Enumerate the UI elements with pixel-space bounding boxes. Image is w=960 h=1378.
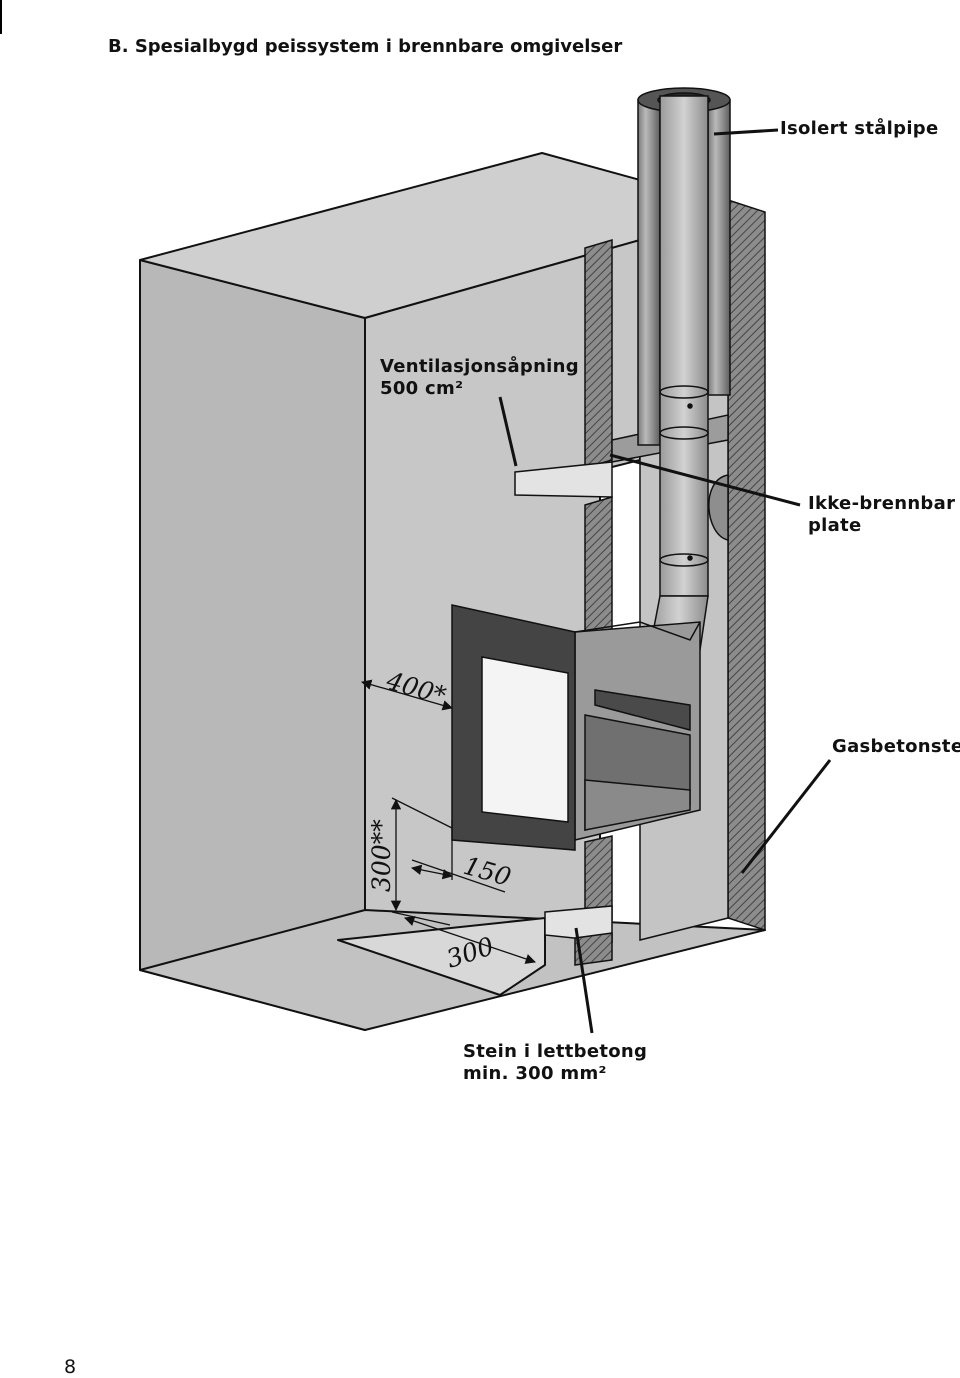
noncombustible-label-line1: Ikke-brennbar <box>808 493 956 514</box>
dimension-lines <box>361 679 536 964</box>
ventilation-label-line2: 500 cm² <box>380 378 464 399</box>
page-title: B. Spesialbygd peissystem i brennbare om… <box>108 36 623 57</box>
glass-door <box>481 656 569 823</box>
dim-400-line <box>361 679 453 711</box>
firebox-floor <box>584 779 691 831</box>
stone-label-line2: min. 300 mm² <box>463 1063 607 1084</box>
ventilation-label: Ventilasjonsåpning 500 cm² <box>380 356 579 400</box>
leader-lines <box>498 128 832 1034</box>
noncombustible-label: Ikke-brennbar plate <box>808 493 955 537</box>
margin-mark <box>0 0 2 34</box>
leader-insulated-pipe <box>713 128 779 136</box>
flue-pipe <box>659 95 709 597</box>
page-number: 8 <box>64 1356 77 1378</box>
dim-300-floor <box>404 916 536 964</box>
left-section-lower <box>584 495 613 642</box>
convection-top <box>574 621 701 641</box>
leader-stone <box>574 927 594 1034</box>
pipe-outer-right <box>707 99 731 396</box>
left-section-upper <box>584 238 613 470</box>
stone-label: Stein i lettbetong min. 300 mm² <box>463 1041 647 1085</box>
dim-300-vertical-label: 300** <box>367 819 396 892</box>
leader-noncombustible <box>609 453 801 507</box>
pipe-outer-left <box>637 99 661 446</box>
left-wall <box>139 259 366 1031</box>
insulated-pipe-label: Isolert stålpipe <box>780 118 939 139</box>
dim-150-line <box>410 864 454 880</box>
leader-aerated-concrete <box>740 759 832 874</box>
floor-vent-step <box>574 932 613 966</box>
aerated-concrete-label: Gasbetonsten <box>832 736 960 757</box>
right-wall-section <box>727 198 766 932</box>
ventilation-label-line1: Ventilasjonsåpning <box>380 356 579 377</box>
leader-ventilation <box>498 396 518 467</box>
vent-slot <box>514 461 613 498</box>
fireplace-insert <box>451 604 701 851</box>
stone-label-line1: Stein i lettbetong <box>463 1041 648 1062</box>
noncombustible-label-line2: plate <box>808 515 862 536</box>
baffle <box>594 689 691 731</box>
wall-pass-through <box>708 474 729 541</box>
